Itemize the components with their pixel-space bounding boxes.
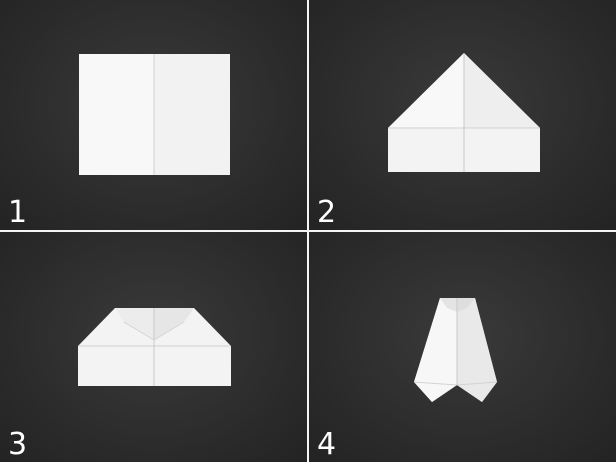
- step-2-panel: 2: [309, 0, 616, 230]
- step-1-panel: 1: [0, 0, 307, 230]
- step-number: 4: [317, 427, 337, 462]
- paper-square: [79, 54, 230, 175]
- step-3-panel: 3: [0, 232, 307, 462]
- step-number: 2: [317, 195, 337, 230]
- paper-triangle-fold: [388, 53, 540, 172]
- step-number: 3: [8, 427, 28, 462]
- step-4-panel: 4: [309, 232, 616, 462]
- step-number: 1: [8, 195, 28, 230]
- paper-dart-shape: [413, 298, 498, 402]
- paper-folded-down: [78, 308, 231, 386]
